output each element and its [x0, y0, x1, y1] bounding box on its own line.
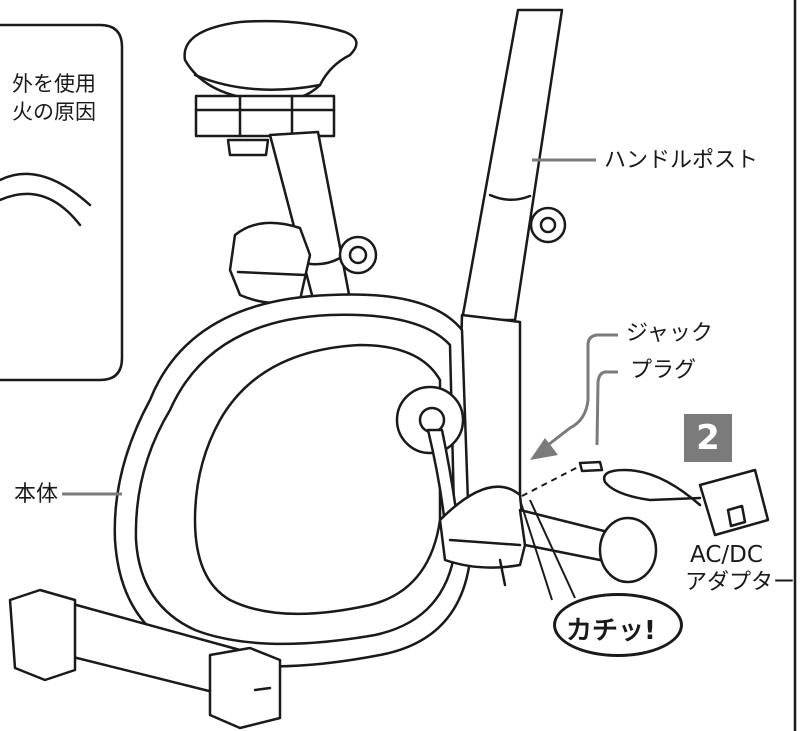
- handle-post-label: ハンドルポスト: [604, 148, 759, 173]
- rear-cap-right: [208, 646, 282, 730]
- seat-adjust-knob: [338, 235, 378, 275]
- adapter-body: [698, 468, 770, 537]
- adapter-label-line2: アダプター: [685, 570, 796, 595]
- main-body-label: 本体: [14, 482, 59, 507]
- rear-cap-left: [8, 588, 77, 682]
- front-end-cap: [598, 516, 658, 584]
- plug-leader: [595, 370, 618, 446]
- seat-knob: [226, 138, 270, 157]
- main-body: [113, 293, 472, 668]
- caution-text-line2: 火の原因: [12, 100, 96, 124]
- caution-text-line1: 外を使用: [12, 72, 96, 96]
- body-panel: [193, 343, 442, 616]
- click-sound-bubble: [553, 593, 683, 657]
- handle-post: [460, 8, 564, 322]
- jack-leader: [547, 333, 618, 447]
- plug-tip: [578, 460, 604, 473]
- caution-cable-sketch: [0, 172, 92, 207]
- step-number-badge: 2: [684, 414, 732, 462]
- adapter-cable: [602, 468, 702, 507]
- handle-post-knob: [529, 206, 567, 244]
- click-sound-text: カチッ!: [566, 616, 656, 646]
- insert-guide: [521, 465, 581, 497]
- adapter-label-line1: AC/DC: [690, 542, 763, 568]
- caution-panel-outline: [0, 23, 124, 382]
- jack-label: ジャック: [626, 321, 713, 346]
- plug-label: プラグ: [630, 358, 697, 383]
- crank-hub: [395, 385, 465, 455]
- rear-pedal: [228, 221, 312, 305]
- seat-bracket: [194, 94, 336, 138]
- jack-arrow-head: [530, 438, 558, 460]
- click-pointer: [519, 499, 576, 601]
